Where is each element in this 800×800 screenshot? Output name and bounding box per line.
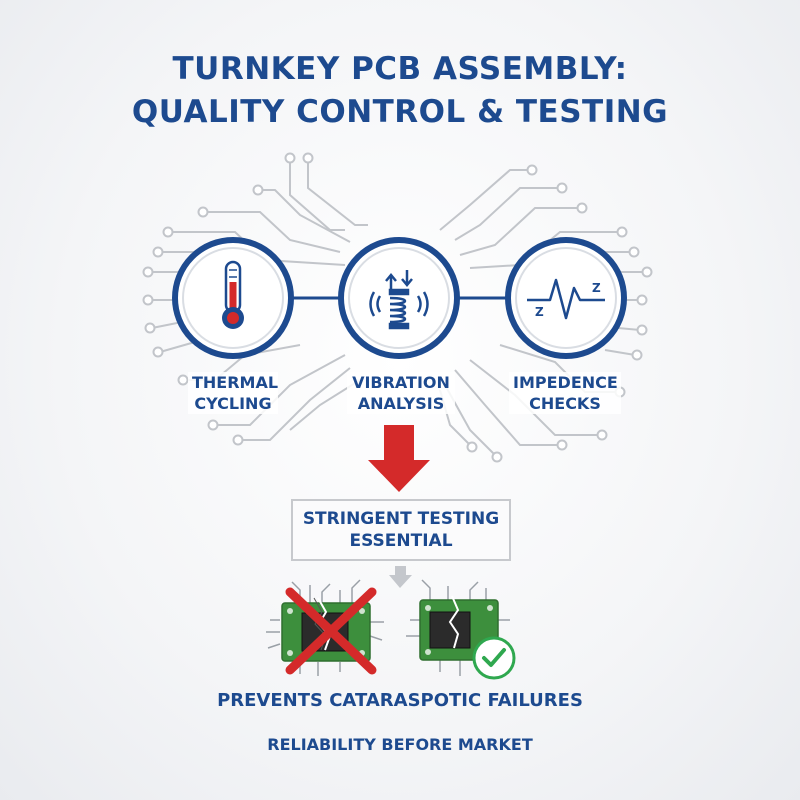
impedence-checks-line-1: IMPEDENCE: [513, 373, 618, 392]
impedence-checks-node: Z Z: [505, 237, 627, 359]
thermometer-icon: [222, 260, 244, 329]
thermal-cycling-line-2: CYCLING: [194, 394, 272, 413]
footer-line-1: PREVENTS CATARASPOTIC FAILURES: [217, 690, 583, 711]
impedence-checks-label: IMPEDENCE CHECKS: [509, 372, 621, 414]
impedance-z-left: Z: [535, 305, 544, 319]
title-line-2: QUALITY CONTROL & TESTING: [131, 94, 669, 130]
thermal-cycling-node: [172, 237, 294, 359]
impedance-z-right: Z: [592, 281, 601, 295]
trace-pads: [142, 152, 653, 463]
cracked-chip-crossed-icon: [266, 579, 384, 676]
vibration-spring-icon: [369, 270, 429, 330]
passed-board: [406, 579, 516, 680]
page-title: TURNKEY PCB ASSEMBLY: QUALITY CONTROL & …: [0, 48, 800, 134]
failed-board: [266, 579, 384, 676]
cracked-chip-checked-icon: [406, 579, 516, 680]
title-line-1: TURNKEY PCB ASSEMBLY:: [172, 51, 628, 87]
footer-line-2: RELIABILITY BEFORE MARKET: [267, 735, 533, 754]
gray-down-arrow-icon: [389, 566, 412, 588]
impedence-checks-line-2: CHECKS: [529, 394, 601, 413]
box-line-2: ESSENTIAL: [349, 531, 453, 551]
thermal-cycling-line-1: THERMAL: [192, 373, 279, 392]
vibration-analysis-label: VIBRATION ANALYSIS: [347, 372, 455, 414]
red-down-arrow-icon: [368, 425, 430, 492]
impedance-wave-icon: Z Z: [527, 278, 605, 320]
vibration-analysis-line-2: ANALYSIS: [357, 394, 445, 413]
stringent-testing-box: STRINGENT TESTING ESSENTIAL: [291, 499, 511, 561]
thermal-cycling-label: THERMAL CYCLING: [188, 372, 278, 414]
box-line-1: STRINGENT TESTING: [302, 509, 500, 529]
vibration-analysis-node: [338, 237, 460, 359]
vibration-analysis-line-1: VIBRATION: [352, 373, 450, 392]
